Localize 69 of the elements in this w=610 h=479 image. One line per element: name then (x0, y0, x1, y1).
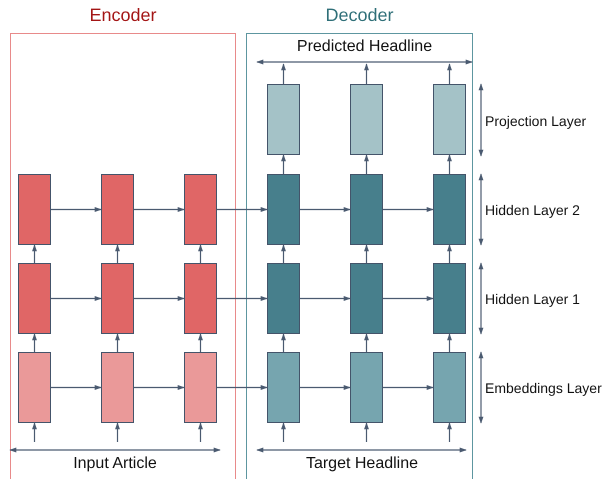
arrow (300, 385, 351, 390)
arrow (364, 63, 369, 84)
layer-cell (184, 263, 217, 334)
arrow (364, 244, 369, 263)
layer-cell (184, 174, 217, 245)
arrow (281, 422, 286, 442)
layer-label: Projection Layer (485, 113, 586, 129)
arrow (364, 333, 369, 352)
layer-label: Embeddings Layer (485, 380, 602, 396)
arrow (447, 244, 452, 263)
arrow (281, 244, 286, 263)
arrow (281, 333, 286, 352)
arrow (383, 296, 434, 301)
arrow (447, 422, 452, 442)
arrow (364, 422, 369, 442)
arrow (447, 63, 452, 84)
layer-cell (433, 84, 466, 155)
layer-cell (433, 352, 466, 423)
layer-cell (433, 174, 466, 245)
arrow (115, 244, 120, 263)
arrow (134, 207, 185, 212)
layer-cell (350, 174, 383, 245)
arrow (281, 63, 286, 84)
headline-label: Predicted Headline (296, 38, 432, 55)
layer-cell (101, 263, 134, 334)
layer-cell (101, 174, 134, 245)
layer-cell (18, 352, 51, 423)
arrow (383, 385, 434, 390)
layer-label: Input Article (73, 455, 157, 473)
layer-cell (267, 84, 300, 155)
arrow (115, 422, 120, 442)
arrow (300, 296, 351, 301)
arrow (447, 154, 452, 174)
layer-label: Hidden Layer 1 (485, 291, 580, 307)
arrow (32, 422, 37, 442)
layer-cell (433, 263, 466, 334)
layer-label: Target Headline (306, 455, 418, 473)
panel-heading: Encoder (89, 5, 157, 26)
arrow (281, 154, 286, 174)
layer-cell (101, 352, 134, 423)
arrow (32, 333, 37, 352)
arrow (217, 296, 268, 301)
arrow (115, 333, 120, 352)
layer-cell (267, 352, 300, 423)
panel-heading: Decoder (325, 5, 394, 26)
arrow (198, 333, 203, 352)
arrow (51, 385, 102, 390)
layer-cell (184, 352, 217, 423)
layer-cell (18, 263, 51, 334)
arrow (198, 422, 203, 442)
arrow (51, 207, 102, 212)
arrow (300, 207, 351, 212)
layer-label: Hidden Layer 2 (485, 202, 580, 218)
arrow (134, 385, 185, 390)
arrow (134, 296, 185, 301)
layer-cell (350, 263, 383, 334)
layer-cell (350, 352, 383, 423)
arrow (51, 296, 102, 301)
arrow (447, 333, 452, 352)
arrow (32, 244, 37, 263)
arrow (383, 207, 434, 212)
arrow (364, 154, 369, 174)
arrow (217, 385, 268, 390)
layer-cell (267, 263, 300, 334)
arrow (198, 244, 203, 263)
arrow (217, 207, 268, 212)
layer-cell (267, 174, 300, 245)
layer-cell (18, 174, 51, 245)
layer-cell (350, 84, 383, 155)
